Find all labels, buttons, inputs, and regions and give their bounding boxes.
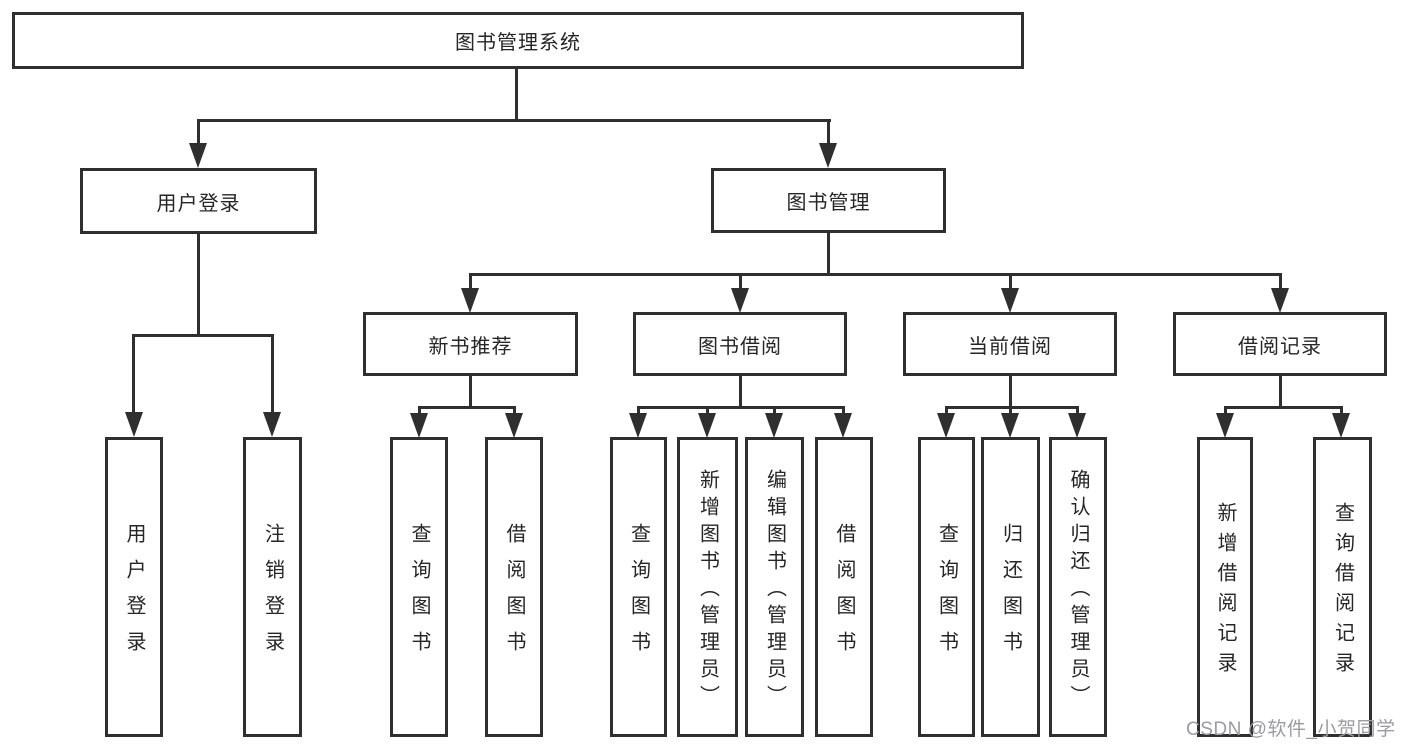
node-book-management-label: 图书管理: [786, 192, 871, 214]
leaf-label: 借阅图书: [503, 523, 525, 667]
arrowhead-down-icon: [410, 413, 428, 438]
v-line: [513, 406, 516, 416]
v-line: [827, 233, 830, 275]
v-line: [515, 69, 518, 121]
arrowhead-down-icon: [819, 143, 837, 168]
arrowhead-down-icon: [1216, 413, 1234, 438]
v-line: [637, 406, 640, 416]
leaf-edit-book-admin: 编辑图书（管理员）: [745, 437, 804, 737]
leaf-borrow-book-recommend: 借阅图书: [485, 437, 543, 737]
arrowhead-down-icon: [189, 143, 207, 168]
arrowhead-down-icon: [1332, 413, 1350, 438]
arrowhead-down-icon: [125, 412, 143, 437]
v-line: [706, 406, 709, 416]
v-line: [773, 406, 776, 416]
arrowhead-down-icon: [1001, 288, 1019, 313]
h-line: [469, 273, 1281, 276]
arrowhead-down-icon: [263, 412, 281, 437]
leaf-label: 查询图书: [935, 523, 958, 667]
leaf-label: 编辑图书（管理员）: [763, 469, 786, 712]
v-line: [197, 119, 200, 146]
leaf-label: 新增图书（管理员）: [696, 469, 719, 712]
leaf-return-book: 归还图书: [981, 437, 1040, 737]
h-line: [197, 119, 831, 122]
node-book-management: 图书管理: [711, 168, 946, 233]
node-new-book-recommend: 新书推荐: [363, 312, 578, 376]
arrowhead-down-icon: [629, 413, 647, 438]
leaf-label: 确认归还（管理员）: [1067, 469, 1089, 712]
v-line: [418, 406, 421, 416]
v-line: [1009, 376, 1012, 408]
node-book-borrow: 图书借阅: [633, 312, 847, 376]
v-line: [1224, 406, 1227, 416]
node-borrow-record-label: 借阅记录: [1238, 335, 1322, 358]
leaf-add-book-admin: 新增图书（管理员）: [677, 437, 738, 737]
leaf-query-borrow-record: 查询借阅记录: [1313, 437, 1372, 737]
arrowhead-down-icon: [1001, 413, 1019, 438]
node-user-login: 用户登录: [80, 168, 317, 234]
v-line: [739, 273, 742, 290]
node-borrow-record: 借阅记录: [1173, 312, 1387, 376]
node-book-borrow-label: 图书借阅: [698, 335, 782, 358]
leaf-user-login: 用户登录: [105, 437, 163, 737]
v-line: [1009, 406, 1012, 416]
h-line: [1224, 406, 1343, 409]
leaf-label: 查询图书: [627, 523, 650, 667]
arrowhead-down-icon: [461, 288, 479, 313]
leaf-label: 查询图书: [408, 523, 430, 667]
v-line: [271, 334, 274, 414]
leaf-label: 归还图书: [999, 523, 1022, 667]
leaf-confirm-return-admin: 确认归还（管理员）: [1049, 437, 1107, 737]
v-line: [842, 406, 845, 416]
node-new-book-recommend-label: 新书推荐: [428, 335, 513, 358]
leaf-logout-login: 注销登录: [243, 437, 302, 737]
leaf-label: 用户登录: [123, 523, 145, 667]
v-line: [469, 273, 472, 290]
arrowhead-down-icon: [731, 288, 749, 313]
leaf-add-borrow-record: 新增借阅记录: [1197, 437, 1253, 737]
v-line: [1009, 273, 1012, 290]
leaf-borrow-book: 借阅图书: [815, 437, 873, 737]
h-line: [945, 406, 1079, 409]
h-line: [418, 406, 515, 409]
watermark: CSDN @软件_小贺同学: [1186, 719, 1396, 740]
v-line: [197, 234, 200, 336]
arrowhead-down-icon: [505, 413, 523, 438]
v-line: [469, 376, 472, 408]
node-current-borrow: 当前借阅: [903, 312, 1117, 376]
node-user-login-label: 用户登录: [156, 192, 241, 215]
leaf-label: 新增借阅记录: [1214, 502, 1236, 682]
leaf-query-book-borrow: 查询图书: [610, 437, 667, 737]
leaf-query-book-recommend: 查询图书: [390, 437, 448, 737]
v-line: [1076, 406, 1079, 416]
node-root: 图书管理系统: [12, 12, 1024, 69]
arrowhead-down-icon: [1271, 288, 1289, 313]
arrowhead-down-icon: [698, 413, 716, 438]
leaf-label: 借阅图书: [833, 523, 855, 667]
leaf-query-book-current: 查询图书: [918, 437, 975, 737]
leaf-label: 注销登录: [261, 523, 284, 667]
h-line: [637, 406, 845, 409]
leaf-label: 查询借阅记录: [1331, 502, 1354, 682]
arrowhead-down-icon: [937, 413, 955, 438]
v-line: [1340, 406, 1343, 416]
node-current-borrow-label: 当前借阅: [968, 335, 1052, 358]
h-line: [132, 334, 274, 337]
v-line: [1279, 273, 1282, 290]
v-line: [1279, 376, 1282, 408]
arrowhead-down-icon: [765, 413, 783, 438]
v-line: [945, 406, 948, 416]
arrowhead-down-icon: [1068, 413, 1086, 438]
arrowhead-down-icon: [834, 413, 852, 438]
v-line: [827, 119, 830, 146]
node-root-label: 图书管理系统: [455, 32, 581, 54]
v-line: [132, 334, 135, 414]
v-line: [739, 376, 742, 408]
